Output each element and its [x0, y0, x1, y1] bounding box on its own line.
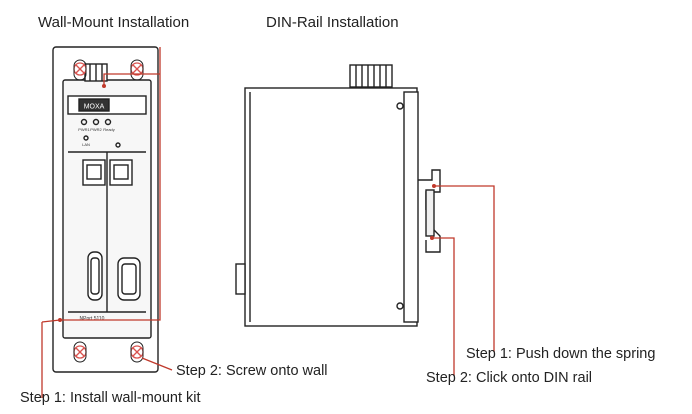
led-label-pwr2: PWR2 [90, 127, 102, 132]
terminal-block [349, 64, 393, 88]
screw-icon-bottom-right [130, 345, 144, 359]
device-body-side [244, 87, 418, 327]
wall-step-1-label: Step 1: Install wall-mount kit [20, 390, 201, 406]
serial-port-1 [87, 251, 103, 301]
wall-mount-view [52, 46, 159, 373]
screw-icon-top-right [130, 62, 144, 76]
din-rail [425, 189, 435, 237]
screw-icon-top-left [73, 62, 87, 76]
wall-mount-callouts [41, 47, 173, 398]
din-rail-view [235, 64, 441, 327]
led-label-lan: LAN [82, 142, 90, 147]
din-rail-callouts [432, 185, 495, 376]
din-rail-title: DIN-Rail Installation [266, 14, 399, 31]
wall-step-2-label: Step 2: Screw onto wall [176, 363, 328, 379]
led-lan [83, 135, 89, 141]
serial-port-2 [117, 257, 141, 301]
brand-logo-text: MOXA [84, 104, 105, 111]
led-pwr2 [92, 118, 100, 126]
din-clip-plate [403, 91, 419, 323]
din-step-1-label: Step 1: Push down the spring [466, 346, 656, 362]
wall-screws [73, 62, 144, 359]
din-step-2-label: Step 2: Click onto DIN rail [426, 370, 593, 386]
brand-logo [78, 98, 110, 112]
wall-mount-title: Wall-Mount Installation [38, 14, 190, 31]
led-label-pwr1: PWR1 [78, 127, 90, 132]
model-label: NPort 5110 [80, 316, 105, 322]
led-pwr1 [80, 118, 88, 126]
screw-icon-bottom-left [73, 345, 87, 359]
led-label-ready: Ready [103, 127, 115, 132]
led-lan2 [115, 142, 121, 148]
led-ready [104, 118, 112, 126]
